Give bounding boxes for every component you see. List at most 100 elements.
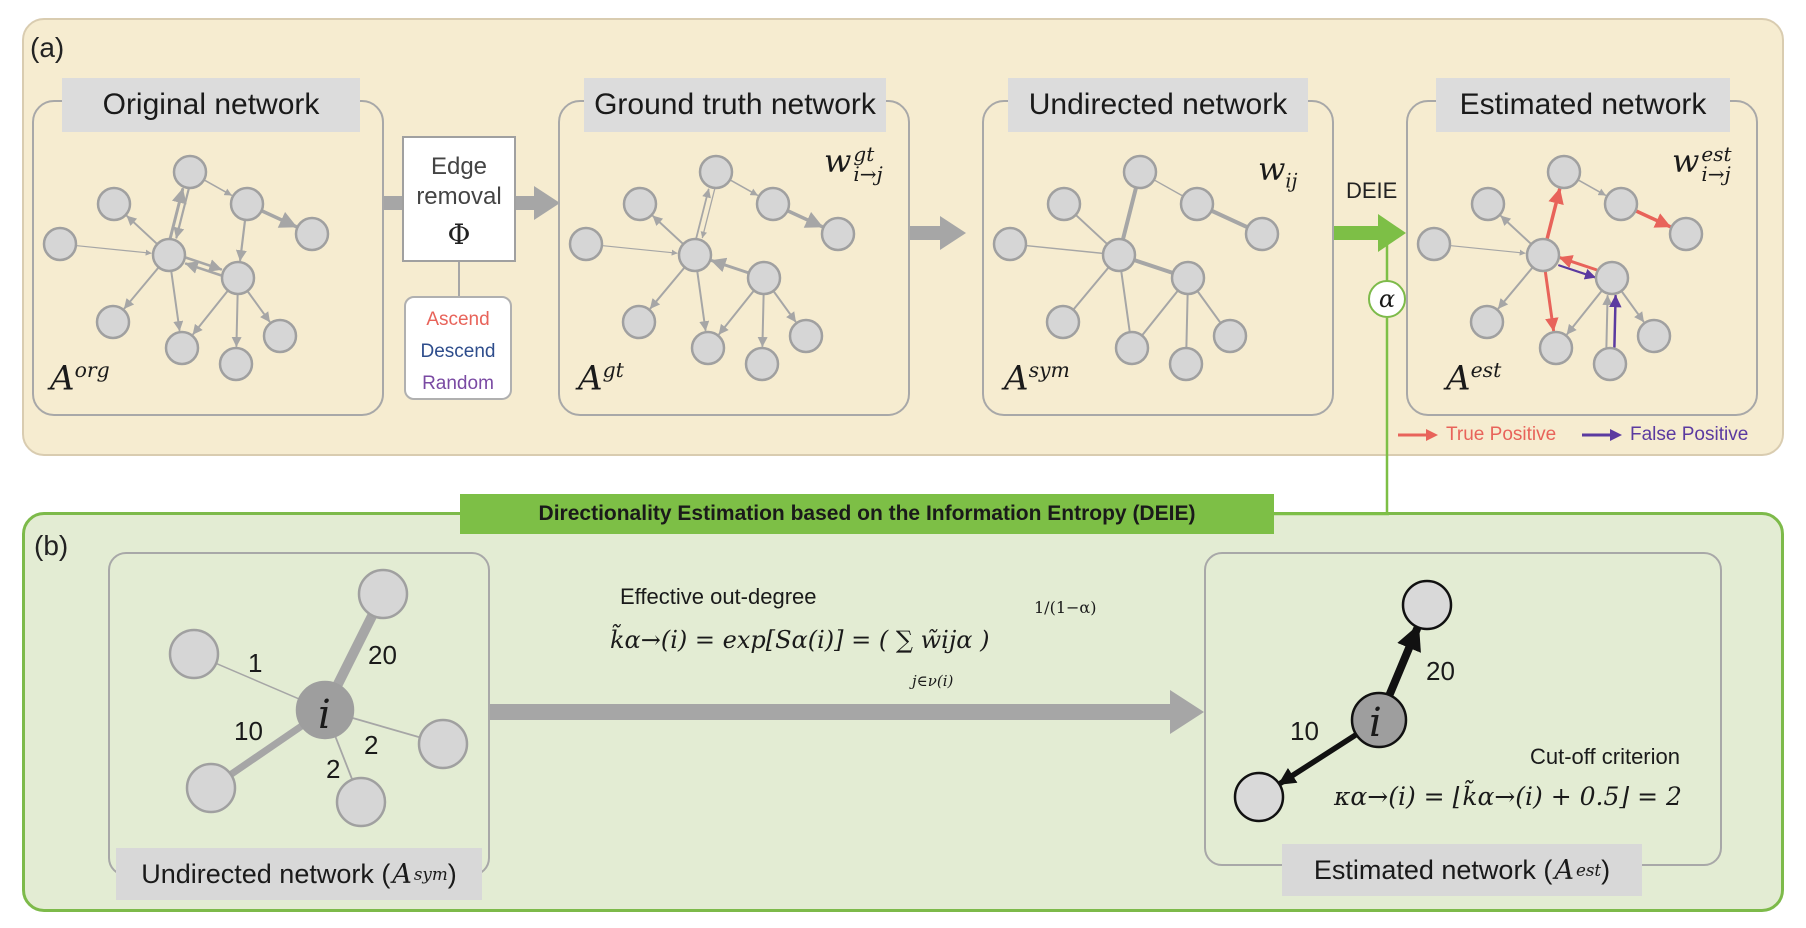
gt-edge-c-e [700,187,716,239]
est-edge-true-e-c [1545,187,1564,241]
sym-edge-e-i [1120,270,1131,335]
org-edge-e-f [183,256,223,272]
sym-node-e [1101,237,1137,273]
gt-edge-e-c [695,188,711,240]
gt-node-k [788,318,824,354]
sum-index: j∈ν(i) [912,672,954,690]
est-weight-10: 10 [1290,716,1319,746]
sym-node-h [1045,304,1081,340]
org-edge-a-e [76,245,152,256]
gt-edge-f-i [718,290,755,335]
gt-edge-d-g [786,209,824,229]
sym-edge-a-e [1026,245,1105,255]
gt-edge-e-i [696,270,710,332]
panel-b-label: (b) [34,530,69,561]
est-node-k [1636,318,1672,354]
gt-node-i [690,330,726,366]
legend-false-positive: False Positive [1580,424,1748,446]
est-node-i [1538,330,1574,366]
arrow-original-to-edgebox [384,196,402,210]
org-node-d [229,186,265,222]
sym-edge-e-b [1073,213,1108,245]
removal-order-box: Ascend Descend Random [404,296,512,400]
star-center-node-i [295,680,355,740]
deie-arrow-shaft [1334,226,1378,240]
undirected-network-title: Undirected network [1008,78,1308,132]
arrow-edgebox-to-gt-head [534,186,560,220]
weight-20: 20 [368,640,397,670]
sym-node-g [1244,216,1280,252]
org-edge-c-d [204,179,233,196]
matrix-label-est: Aest [1446,358,1502,399]
org-node-g [294,216,330,252]
legend-true-positive-label: True Positive [1446,424,1557,445]
gt-node-d [755,186,791,222]
gt-node-j [744,346,780,382]
panel-b-main-arrow-head [1170,690,1204,734]
est-node-f [1594,260,1630,296]
sym-node-a [992,226,1028,262]
order-descend: Descend [420,341,496,362]
org-edge-d-f [235,219,247,262]
est-node-j [1592,346,1628,382]
est-edge-e-h [1497,267,1534,310]
est-edge-false-e-f [1558,264,1597,280]
sym-edge-c-d [1154,179,1185,198]
est-node-g [1668,216,1704,252]
star-node-bot [335,776,387,828]
weight-label-sym: wij [1258,150,1298,193]
false-positive-arrow-icon [1582,429,1622,441]
weight-2-bottom: 2 [326,754,341,784]
est-target-node-top [1401,579,1453,631]
gt-edge-c-d [730,179,759,196]
gt-edge-f-k [772,290,797,323]
est-center-node-i [1350,691,1408,749]
sym-edge-e-h [1071,267,1110,312]
weight-1: 1 [248,648,263,678]
org-edge-e-b [126,215,158,245]
node-i-label-right: i [1369,700,1382,746]
edge-removal-line1: Edge [430,153,488,180]
matrix-label-sym: Asym [1004,358,1070,399]
est-node-c [1546,154,1582,190]
panel-b-main-arrow-shaft [490,704,1170,720]
org-edge-f-k [246,290,271,323]
panel-a-label: (a) [30,32,65,63]
sym-node-i [1114,330,1150,366]
org-edge-f-i [192,290,229,335]
star-edge-10 [224,721,307,781]
est-edge-f-j-gray [1602,294,1613,349]
org-node-e [151,237,187,273]
gt-edge-f-e [710,257,750,275]
est-edge-true-d-g [1634,209,1672,229]
star-edge-2-right [350,716,425,740]
gt-node-f [746,260,782,296]
weight-10: 10 [234,716,263,746]
star-edge-20 [332,606,380,691]
gt-node-h [621,304,657,340]
sym-node-f [1170,260,1206,296]
sym-edge-e-f [1133,258,1176,276]
effective-out-degree-title: Effective out-degree [620,584,817,609]
matrix-label-org: Aorg [50,358,110,399]
est-node-d [1603,186,1639,222]
arrow-gt-to-sym-shaft [910,226,940,240]
ground-truth-network-title: Ground truth network [584,78,886,132]
est-edge-c-d [1578,179,1607,196]
org-edge-c-e [173,187,190,239]
org-node-k [262,318,298,354]
org-node-f [220,260,256,296]
effective-exponent: 1/(1−α) [1034,598,1097,617]
legend-true-positive: True Positive [1396,424,1556,446]
est-node-a [1416,226,1452,262]
star-node-top [357,568,409,620]
org-edge-d-g [260,209,298,229]
sym-edge-e-c [1121,184,1139,241]
sym-edge-f-k [1196,290,1223,325]
cutoff-criterion-title: Cut-off criterion [1530,744,1680,769]
